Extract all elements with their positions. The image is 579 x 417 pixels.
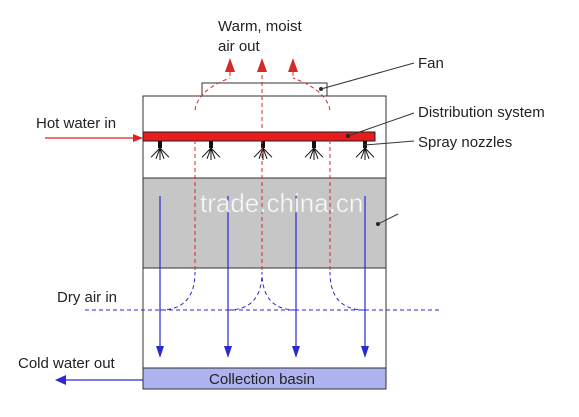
fan-label: Fan <box>418 55 444 72</box>
water-drop-arrow <box>156 196 164 358</box>
cold-water-label: Cold water out <box>18 355 116 372</box>
fill-pointer-line <box>377 213 399 225</box>
hot-water-label: Hot water in <box>36 115 116 132</box>
distribution-label: Distribution system <box>418 104 545 121</box>
dry-air-turn-left <box>159 271 196 311</box>
dry-air-turn-right <box>329 271 366 311</box>
warm-air-flow <box>194 74 331 270</box>
water-drop-arrow <box>224 196 232 358</box>
spray-pointer-line <box>364 140 415 146</box>
dry-air-flow <box>85 271 440 311</box>
fan-housing <box>201 82 328 97</box>
spray-nozzle <box>304 141 324 160</box>
air-out-arrowhead-center <box>257 58 267 72</box>
distribution-pipe <box>142 131 376 142</box>
warm-air-label-line1: Warm, moist <box>218 18 302 35</box>
hot-water-arrowhead <box>133 134 143 142</box>
spray-label: Spray nozzles <box>418 134 512 151</box>
spray-nozzles <box>150 141 375 160</box>
dry-air-label: Dry air in <box>57 289 117 306</box>
air-path-right <box>292 77 331 270</box>
spray-nozzle <box>201 141 221 160</box>
fan-pointer-line <box>320 62 415 90</box>
water-flow <box>156 196 369 358</box>
dry-air-turn-center-l <box>227 271 263 311</box>
spray-nozzle <box>150 141 170 160</box>
air-path-left <box>194 77 231 270</box>
watermark: trade.china.cn <box>200 188 363 218</box>
water-drop-arrow <box>361 196 369 358</box>
basin-label: Collection basin <box>209 371 315 388</box>
air-out-arrowhead-left <box>225 58 235 72</box>
warm-air-label-line2: air out <box>218 38 261 55</box>
collection-basin <box>142 367 387 390</box>
fill-media <box>142 177 387 269</box>
water-drop-arrow <box>292 196 300 358</box>
air-out-arrowhead-right <box>288 58 298 72</box>
distribution-pointer-line <box>347 112 415 137</box>
dry-air-turn-center-r <box>261 271 297 311</box>
cold-water-arrowhead <box>55 375 66 385</box>
